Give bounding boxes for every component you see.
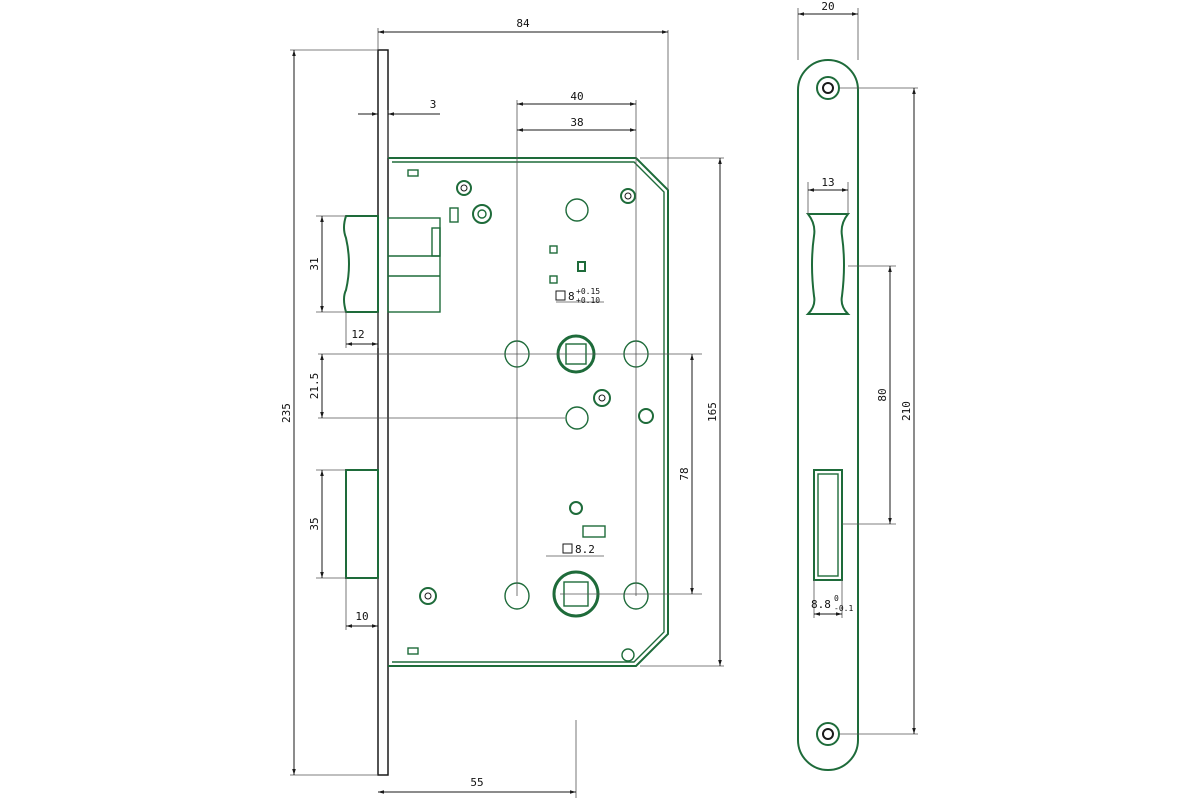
- square-symbol-icon: [555, 290, 566, 301]
- dim-3: 3: [430, 98, 437, 111]
- dim-slot-upper: 0: [834, 594, 839, 603]
- extension-lines: [290, 28, 724, 798]
- dim-spindle-base: 8: [568, 290, 575, 303]
- dim-spindle-upper: +0.15: [576, 287, 600, 296]
- dim-key-square: 8.2: [575, 543, 595, 556]
- dim-slot-lower: -0.1: [834, 604, 853, 613]
- dead-bolt: [345, 469, 379, 579]
- dim-40: 40: [570, 90, 583, 103]
- side-dimension-lines: [798, 12, 916, 734]
- square-symbol-icon: [562, 543, 573, 554]
- dim-20: 20: [821, 0, 834, 13]
- dim-235: 235: [280, 403, 293, 423]
- dim-78: 78: [678, 467, 691, 480]
- front-forend-plate: [377, 49, 389, 776]
- front-labels: 84 3 40 38 31 12 21.5 235 165 78 35 10 5…: [280, 17, 719, 789]
- dim-35: 35: [308, 517, 321, 530]
- dim-21-5: 21.5: [308, 373, 321, 400]
- dim-12: 12: [351, 328, 364, 341]
- dim-84: 84: [516, 17, 530, 30]
- dim-165: 165: [706, 402, 719, 422]
- side-faceplate: [797, 59, 859, 771]
- dim-210: 210: [900, 401, 913, 421]
- dim-spindle-lower: +0.10: [576, 296, 600, 305]
- dim-13: 13: [821, 176, 834, 189]
- dim-10: 10: [355, 610, 368, 623]
- dim-slot-base: 8.8: [811, 598, 831, 611]
- latch-bolt: [343, 215, 441, 313]
- dim-31: 31: [308, 257, 321, 270]
- side-extension-lines: [797, 8, 918, 735]
- body-features: [407, 169, 654, 662]
- dim-80: 80: [876, 388, 889, 401]
- lock-body: [388, 157, 669, 667]
- dim-55: 55: [470, 776, 483, 789]
- dim-38: 38: [570, 116, 583, 129]
- dimension-lines: [292, 30, 722, 794]
- side-labels: 20 13 80 210 8.8 0 -0.1: [811, 0, 913, 613]
